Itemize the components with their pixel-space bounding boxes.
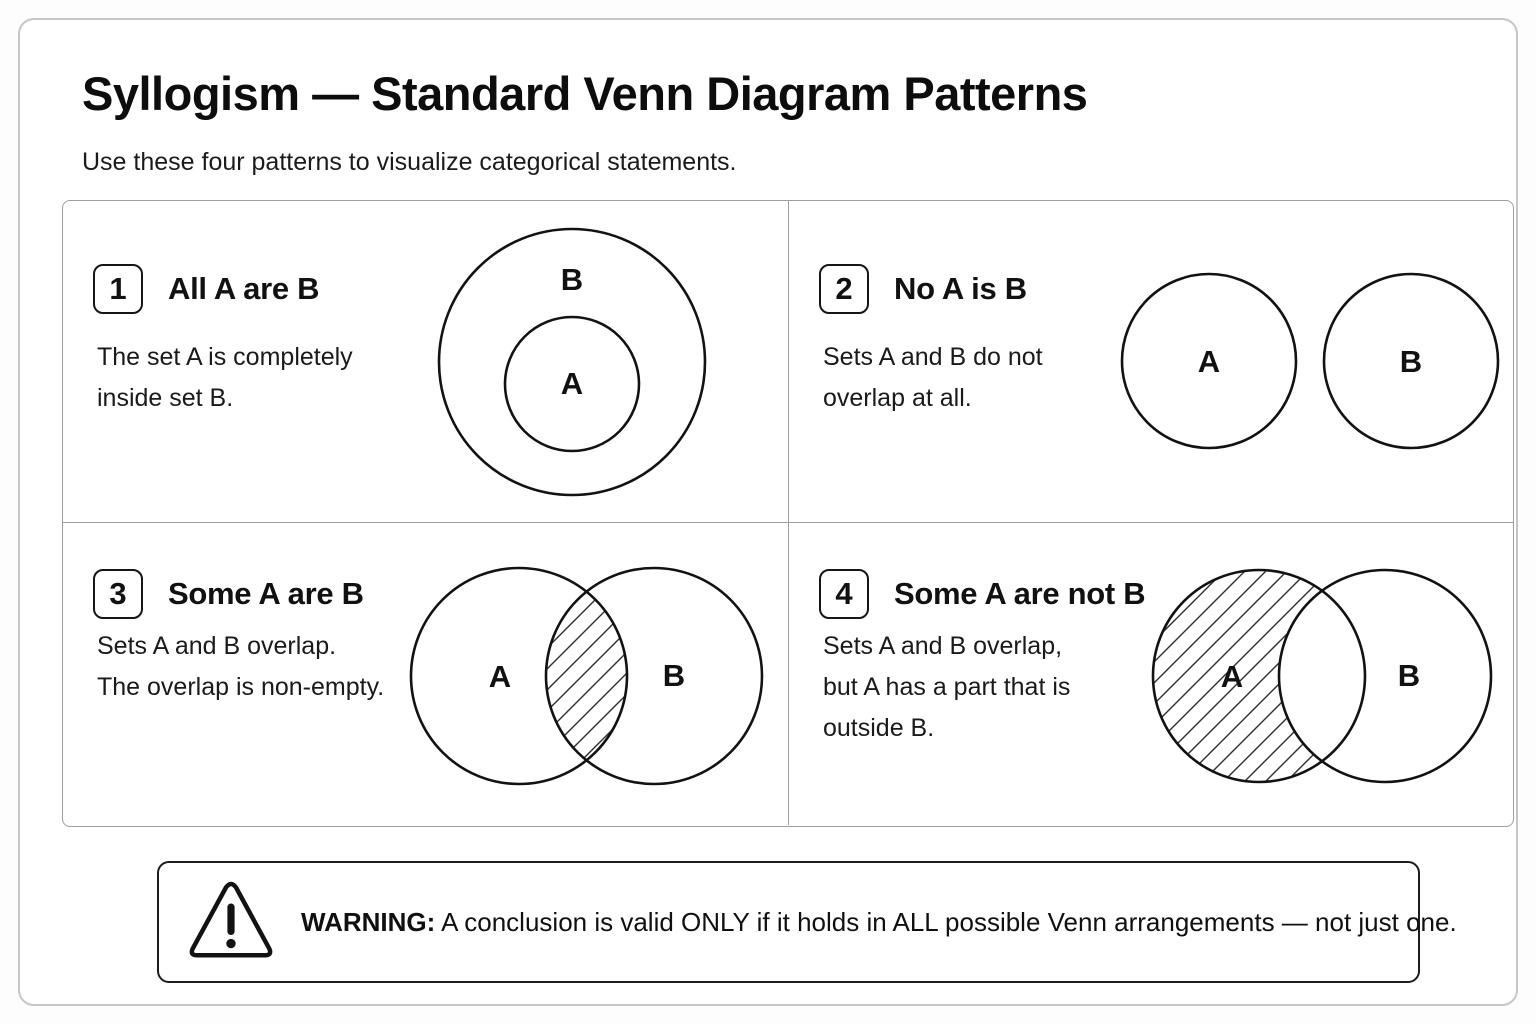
pattern-3-some-a-are-b: 3 Some A are B Sets A and B overlap. The…	[63, 523, 789, 825]
pattern-4-title: Some A are not B	[894, 576, 1146, 611]
venn-diagram-intersection-hatched: A B	[409, 566, 764, 786]
poster-card: Syllogism — Standard Venn Diagram Patter…	[18, 18, 1518, 1006]
pattern-1-all-a-are-b: 1 All A are B The set A is completely in…	[63, 201, 789, 523]
pattern-1-title: All A are B	[168, 271, 320, 306]
pattern-2-title: No A is B	[894, 271, 1027, 306]
venn-circle-b	[1277, 568, 1493, 784]
page-title: Syllogism — Standard Venn Diagram Patter…	[82, 67, 1088, 120]
venn-difference-hatched-region	[1153, 570, 1365, 782]
warning-text: WARNING: A conclusion is valid ONLY if i…	[301, 905, 1457, 939]
venn-label-a: A	[561, 366, 583, 401]
venn-diagram-difference-hatched: A B	[1151, 568, 1493, 784]
description-line: The overlap is non-empty.	[97, 673, 385, 701]
venn-label-a: A	[489, 659, 511, 694]
pattern-4-description: Sets A and B overlap, but A has a part t…	[823, 626, 1070, 749]
venn-diagram-nested: B A	[437, 227, 707, 497]
pattern-4-some-a-are-not-b: 4 Some A are not B Sets A and B overlap,…	[789, 523, 1513, 825]
venn-label-a: A	[1198, 344, 1220, 379]
description-line: The set A is completely	[97, 343, 353, 371]
venn-intersection-hatched-region	[546, 568, 627, 784]
venn-circle-a	[409, 566, 629, 786]
venn-label-a: A	[1221, 659, 1243, 694]
description-line: Sets A and B overlap,	[823, 632, 1063, 660]
warning-triangle-icon	[186, 879, 276, 965]
pattern-3-description: Sets A and B overlap. The overlap is non…	[97, 626, 384, 708]
description-line: Sets A and B overlap.	[97, 632, 337, 660]
pattern-3-title: Some A are B	[168, 576, 364, 611]
warning-message: A conclusion is valid ONLY if it holds i…	[441, 907, 1457, 937]
venn-label-b: B	[561, 262, 583, 297]
venn-circle-a	[503, 315, 641, 453]
pattern-3-number-badge: 3	[93, 569, 143, 619]
venn-circle-a	[1120, 272, 1298, 450]
description-line: Sets A and B do not	[823, 343, 1043, 371]
venn-label-b: B	[1398, 658, 1420, 693]
pattern-4-header: 4 Some A are not B	[819, 569, 1146, 619]
pattern-2-number-badge: 2	[819, 264, 869, 314]
venn-circle-b	[437, 227, 707, 497]
patterns-grid: 1 All A are B The set A is completely in…	[62, 200, 1514, 827]
description-line: outside B.	[823, 714, 935, 742]
pattern-2-no-a-is-b: 2 No A is B Sets A and B do not overlap …	[789, 201, 1513, 523]
pattern-1-description: The set A is completely inside set B.	[97, 337, 353, 419]
venn-diagram-disjoint: A B	[1120, 272, 1500, 450]
warning-callout: WARNING: A conclusion is valid ONLY if i…	[157, 861, 1457, 983]
venn-label-b: B	[663, 658, 685, 693]
venn-circle-b	[1322, 272, 1500, 450]
warning-label: WARNING:	[301, 907, 436, 937]
venn-circle-b	[544, 566, 764, 786]
venn-label-b: B	[1400, 344, 1422, 379]
pattern-1-header: 1 All A are B	[93, 264, 319, 314]
pattern-2-header: 2 No A is B	[819, 264, 1027, 314]
pattern-3-header: 3 Some A are B	[93, 569, 364, 619]
description-line: but A has a part that is	[823, 673, 1071, 701]
page-subtitle: Use these four patterns to visualize cat…	[82, 148, 737, 176]
pattern-4-number-badge: 4	[819, 569, 869, 619]
venn-circle-a	[1151, 568, 1367, 784]
description-line: overlap at all.	[823, 384, 972, 412]
pattern-1-number-badge: 1	[93, 264, 143, 314]
pattern-2-description: Sets A and B do not overlap at all.	[823, 337, 1043, 419]
description-line: inside set B.	[97, 384, 234, 412]
